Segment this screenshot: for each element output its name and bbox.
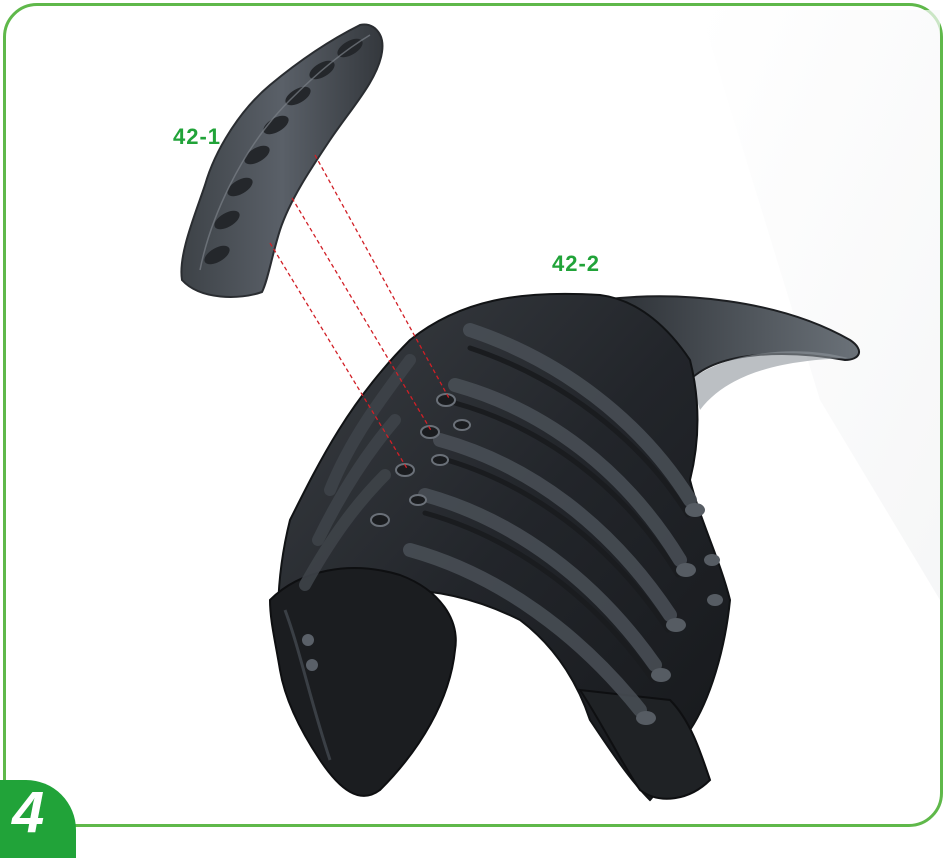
step-number: 4 <box>12 784 44 842</box>
part-label-42-1: 42-1 <box>173 124 221 150</box>
part-42-1-strip <box>181 24 382 297</box>
part-label-42-2: 42-2 <box>552 251 600 277</box>
assembly-illustration <box>0 0 949 831</box>
part-42-2-body <box>270 294 859 800</box>
